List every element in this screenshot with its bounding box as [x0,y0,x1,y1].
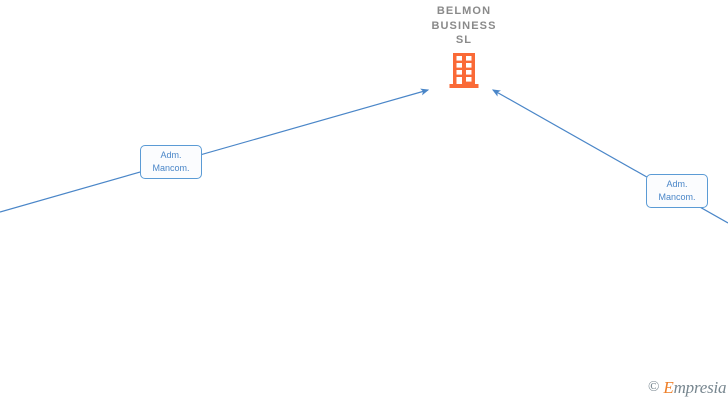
company-name-label: BELMON BUSINESS SL [431,5,497,46]
empresia-logo-initial: E [663,377,674,397]
copyright-icon: © [648,378,660,395]
edge-left-to-company [0,88,430,213]
empresia-logo: Empresia [663,379,726,396]
office-building-icon [449,52,479,88]
empresia-logo-text: mpresia [673,377,727,397]
watermark: © Empresia [648,376,727,398]
relation-label-right[interactable]: Adm. Mancom. [646,174,708,208]
relation-label-left[interactable]: Adm. Mancom. [140,145,202,179]
company-node[interactable]: BELMON BUSINESS SL [389,4,539,88]
